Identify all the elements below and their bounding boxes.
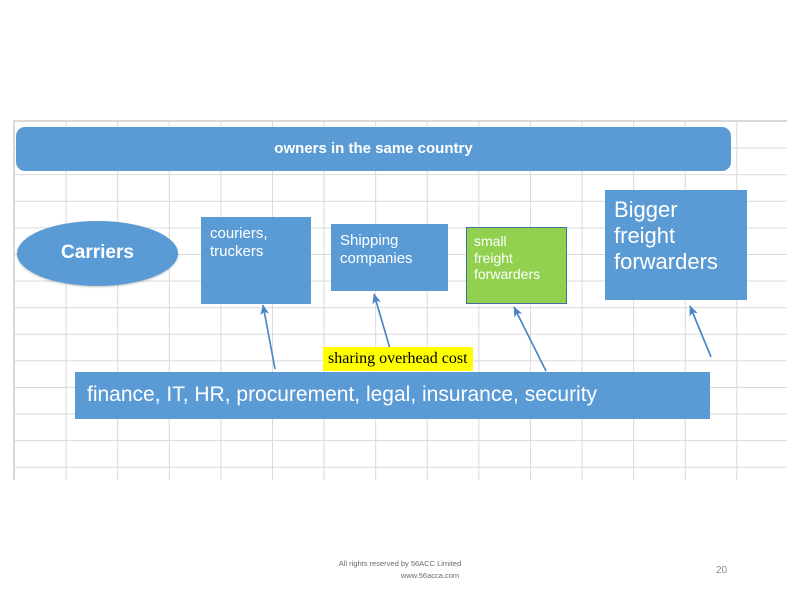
- couriers-line-1: couriers,: [210, 225, 268, 242]
- small-ff-line-2: freight: [474, 249, 513, 266]
- sharing-overhead-cost-label[interactable]: sharing overhead cost: [323, 347, 473, 371]
- bigger-ff-line-1: Bigger: [614, 197, 678, 222]
- footer-copyright: All rights reserved by 56ACC Limited: [338, 559, 462, 568]
- couriers-label: couriers, truckers: [210, 225, 268, 260]
- footer-website: www.56acca.com: [400, 571, 460, 580]
- owners-in-same-country-bar[interactable]: owners in the same country: [16, 127, 731, 171]
- footer: All rights reserved by 56ACC Limited www…: [0, 558, 800, 582]
- carriers-label: Carriers: [61, 242, 134, 264]
- bigger-ff-line-2: freight: [614, 222, 676, 248]
- bigger-freight-forwarders-box[interactable]: Bigger freight forwarders: [605, 190, 747, 300]
- small-freight-forwarders-box[interactable]: small freight forwarders: [466, 227, 567, 304]
- shipping-label: Shipping companies: [340, 232, 413, 267]
- carriers-ellipse[interactable]: Carriers: [17, 221, 178, 286]
- small-ff-label: small freight forwarders: [474, 233, 540, 283]
- shipping-line-1: Shipping: [340, 232, 399, 249]
- shipping-line-2: companies: [340, 249, 413, 267]
- spreadsheet-grid: [13, 120, 787, 480]
- shared-services-bar[interactable]: finance, IT, HR, procurement, legal, ins…: [75, 372, 710, 419]
- small-ff-line-1: small: [474, 233, 507, 249]
- couriers-truckers-box[interactable]: couriers, truckers: [201, 217, 311, 304]
- page-number: 20: [716, 565, 728, 576]
- bigger-ff-line-3: forwarders: [614, 248, 718, 274]
- shared-services-label: finance, IT, HR, procurement, legal, ins…: [87, 383, 598, 407]
- shipping-companies-box[interactable]: Shipping companies: [331, 224, 448, 291]
- couriers-line-2: truckers: [210, 242, 264, 260]
- owners-bar-label: owners in the same country: [274, 140, 473, 158]
- small-ff-line-3: forwarders: [474, 266, 541, 283]
- bigger-ff-label: Bigger freight forwarders: [614, 197, 718, 275]
